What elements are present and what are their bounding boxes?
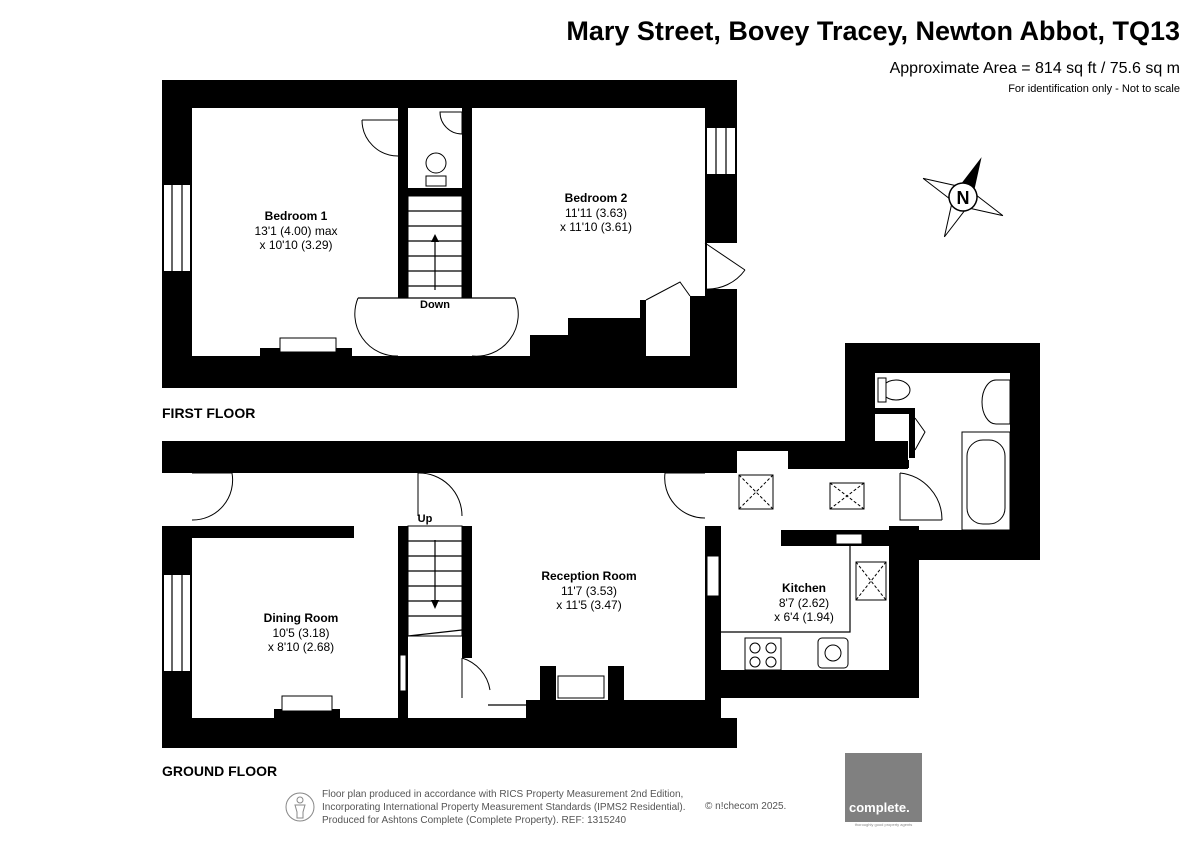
wc-door <box>361 119 399 157</box>
reception-door <box>664 472 706 519</box>
first-floor-stairs <box>407 195 463 299</box>
first-floor-plan <box>162 80 746 388</box>
first-floor-toilet <box>425 152 447 174</box>
room-name-reception-room: Reception Room <box>541 569 636 583</box>
reception-fireplace <box>557 675 605 699</box>
compass-north-label: N <box>957 188 970 208</box>
dining-front-door <box>191 472 234 521</box>
first-floor-top-wall <box>162 80 737 108</box>
room-dim-bedroom-2-b: x 11'10 (3.61) <box>560 220 632 234</box>
room-dim-dining-room-b: x 8'10 (2.68) <box>268 640 334 654</box>
wc-left-wall <box>398 108 408 188</box>
compass-icon <box>922 157 1004 238</box>
understairs-door <box>461 657 491 698</box>
footer-line-2: Incorporating International Property Mea… <box>322 802 686 813</box>
complete-logo: complete. <box>845 753 922 822</box>
footer-line-1: Floor plan produced in accordance with R… <box>322 789 684 800</box>
room-dim-bedroom-1-b: x 10'10 (3.29) <box>259 238 332 252</box>
room-dim-kitchen-a: 8'7 (2.62) <box>779 596 829 610</box>
room-dim-bedroom-2-a: 11'11 (3.63) <box>565 206 627 220</box>
bedroom2-door <box>704 242 746 290</box>
stair-left-wall <box>398 196 408 298</box>
bedroom2-bulkhead <box>530 318 640 356</box>
first-floor-bottom-wall <box>162 356 737 388</box>
room-dim-kitchen-b: x 6'4 (1.94) <box>774 610 834 624</box>
bedroom2-window <box>707 128 735 174</box>
first-floor-basin <box>439 111 463 135</box>
kitchen-bottom-wall <box>721 670 919 698</box>
first-floor-stairs-label: Down <box>420 299 450 311</box>
room-dim-bedroom-1-a: 13'1 (4.00) max <box>255 224 338 238</box>
room-dim-reception-room-b: x 11'5 (3.47) <box>556 598 621 612</box>
footer-line-3: Produced for Ashtons Complete (Complete … <box>322 815 627 826</box>
bedroom1-fireplace <box>279 337 337 353</box>
approximate-area: Approximate Area = 814 sq ft / 75.6 sq m <box>889 60 1180 77</box>
identification-note: For identification only - Not to scale <box>1008 83 1180 95</box>
first-floor-right-wall <box>705 80 737 388</box>
kitchen-worktop <box>721 546 851 633</box>
accessibility-person-icon <box>285 792 315 822</box>
logo-text: complete. <box>849 800 910 815</box>
bedroom2-left-wall <box>462 108 472 298</box>
bedroom2-landing-door <box>471 297 519 357</box>
first-floor-label: FIRST FLOOR <box>162 405 255 421</box>
landing-top-wall <box>398 188 464 196</box>
room-name-bedroom-1: Bedroom 1 <box>265 209 328 223</box>
bathroom-bottom-wall <box>889 530 1040 560</box>
logo-tagline: thoroughly good property agents <box>854 822 913 827</box>
bedroom1-door <box>354 297 399 357</box>
dining-internal-window <box>399 654 407 692</box>
room-dim-dining-room-a: 10'5 (3.18) <box>273 626 330 640</box>
stair-door <box>417 472 463 517</box>
bathroom-cupboard-door <box>914 417 926 451</box>
bedroom2-cupboard-door <box>645 281 691 301</box>
room-name-bedroom-2: Bedroom 2 <box>565 191 628 205</box>
bathroom-right-wall <box>1010 343 1040 560</box>
bedroom1-window <box>164 185 190 271</box>
dining-window <box>164 575 190 671</box>
room-name-dining-room: Dining Room <box>264 611 339 625</box>
bathroom-top-wall <box>845 343 1040 373</box>
dining-fireplace <box>281 695 333 712</box>
reception-side-window <box>706 555 720 597</box>
copyright: © n!checom 2025. <box>705 801 787 812</box>
room-name-kitchen: Kitchen <box>782 581 826 595</box>
bathroom-door <box>899 472 943 521</box>
ground-floor-stairs-label: Up <box>418 513 433 525</box>
ground-floor-stairs <box>407 525 463 637</box>
ground-floor-plan <box>162 343 1040 748</box>
ground-floor-bottom-wall <box>162 718 737 748</box>
bathroom-basin <box>981 379 1011 425</box>
ground-floor-top-wall <box>162 441 737 473</box>
plan-title: Mary Street, Bovey Tracey, Newton Abbot,… <box>566 16 1180 46</box>
room-dim-reception-room-a: 11'7 (3.53) <box>561 584 617 598</box>
footer-notes: Floor plan produced in accordance with R… <box>322 788 686 827</box>
kitchen-hob <box>744 637 782 671</box>
ground-floor-label: GROUND FLOOR <box>162 763 277 779</box>
